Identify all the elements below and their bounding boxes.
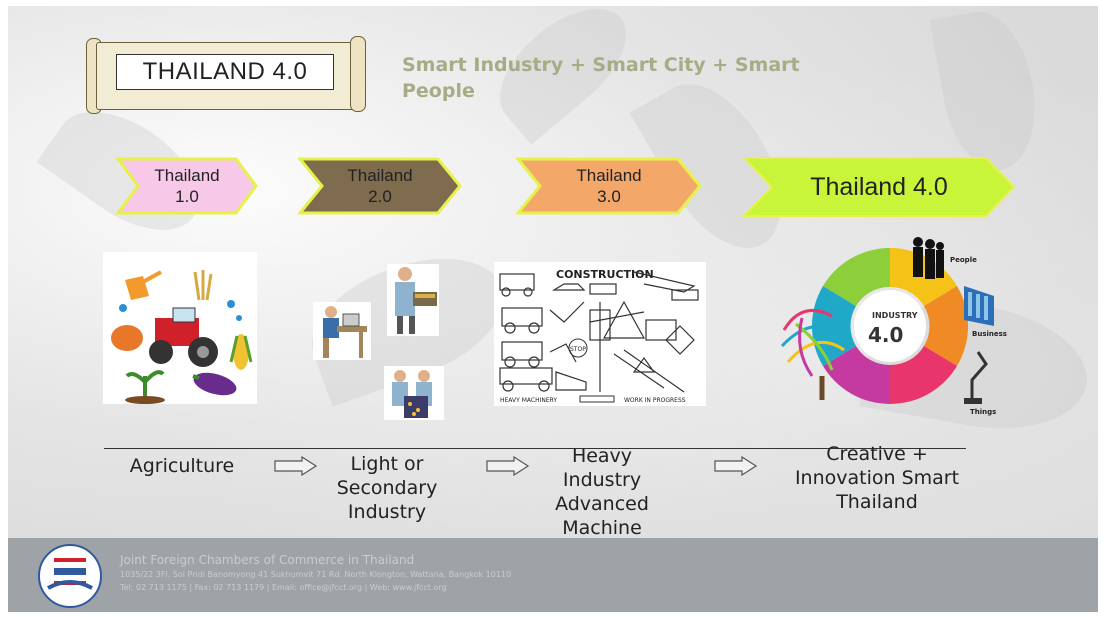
stage-agriculture: Agriculture (112, 454, 252, 478)
arrow-right-icon (714, 456, 758, 476)
factory-worker-image (387, 264, 439, 336)
chevron-thailand-1: Thailand 1.0 (116, 157, 258, 215)
slide: THAILAND 4.0 Smart Industry + Smart City… (8, 6, 1098, 612)
industry-4-image: INDUSTRY 4.0 People Business Things (772, 230, 1008, 420)
chevron-label-line2: 3.0 (597, 187, 621, 206)
stage-light-industry: Light or Secondary Industry (332, 452, 442, 524)
industry-things-label: Things (970, 408, 996, 416)
arrow-right-icon (486, 456, 530, 476)
footer: Joint Foreign Chambers of Commerce in Th… (8, 538, 1098, 612)
sewing-worker-image (313, 302, 371, 360)
jfcct-logo (38, 544, 102, 608)
industry-center-value: 4.0 (868, 323, 903, 347)
tagline: Smart Industry + Smart City + Smart Peop… (402, 54, 800, 102)
construction-footer-left: HEAVY MACHINERY (500, 397, 557, 404)
chevron-label-line1: Thailand (347, 166, 413, 185)
stage-text: Heavy Industry Advanced Machine (555, 445, 649, 539)
chevron-thailand-2: Thailand 2.0 (298, 157, 462, 215)
footer-address: 1035/22 3Fl. Soi Pridi Banomyong 41 Sukh… (120, 570, 512, 579)
chevron-thailand-4: Thailand 4.0 (742, 156, 1016, 218)
stage-text: Light or Secondary Industry (336, 453, 438, 523)
stage-text: Creative + Innovation Smart Thailand (794, 443, 960, 513)
industry-center-top: INDUSTRY (872, 311, 918, 320)
footer-contact: Tel: 02 713 1175 | Fax: 02 713 1179 | Em… (120, 583, 447, 592)
agriculture-image (103, 252, 257, 404)
stage-text: Agriculture (129, 455, 235, 477)
title-scroll: THAILAND 4.0 (86, 36, 366, 114)
construction-image: CONSTRUCTION STOP HEAVY MACHINER (494, 262, 706, 406)
industry-people-label: People (950, 256, 977, 264)
footer-org: Joint Foreign Chambers of Commerce in Th… (120, 553, 415, 567)
stop-sign-text: STOP (570, 346, 586, 353)
chevron-label-line1: Thailand (576, 166, 642, 185)
construction-footer-right: WORK IN PROGRESS (624, 397, 686, 404)
timeline-rule (104, 448, 966, 449)
industry-business-label: Business (972, 330, 1007, 338)
chevron-label-line1: Thailand (154, 166, 220, 185)
chevron-thailand-3: Thailand 3.0 (516, 157, 702, 215)
construction-header: CONSTRUCTION (556, 268, 654, 281)
stage-heavy-industry: Heavy Industry Advanced Machine (542, 444, 662, 540)
chevron-label: Thailand 4.0 (810, 172, 948, 201)
title-box: THAILAND 4.0 (116, 54, 334, 90)
arrow-right-icon (274, 456, 318, 476)
stage-creative-innovation: Creative + Innovation Smart Thailand (784, 442, 970, 514)
chevron-label-line2: 1.0 (175, 187, 199, 206)
chevron-label-line2: 2.0 (368, 187, 392, 206)
assembly-workers-image (384, 366, 444, 420)
